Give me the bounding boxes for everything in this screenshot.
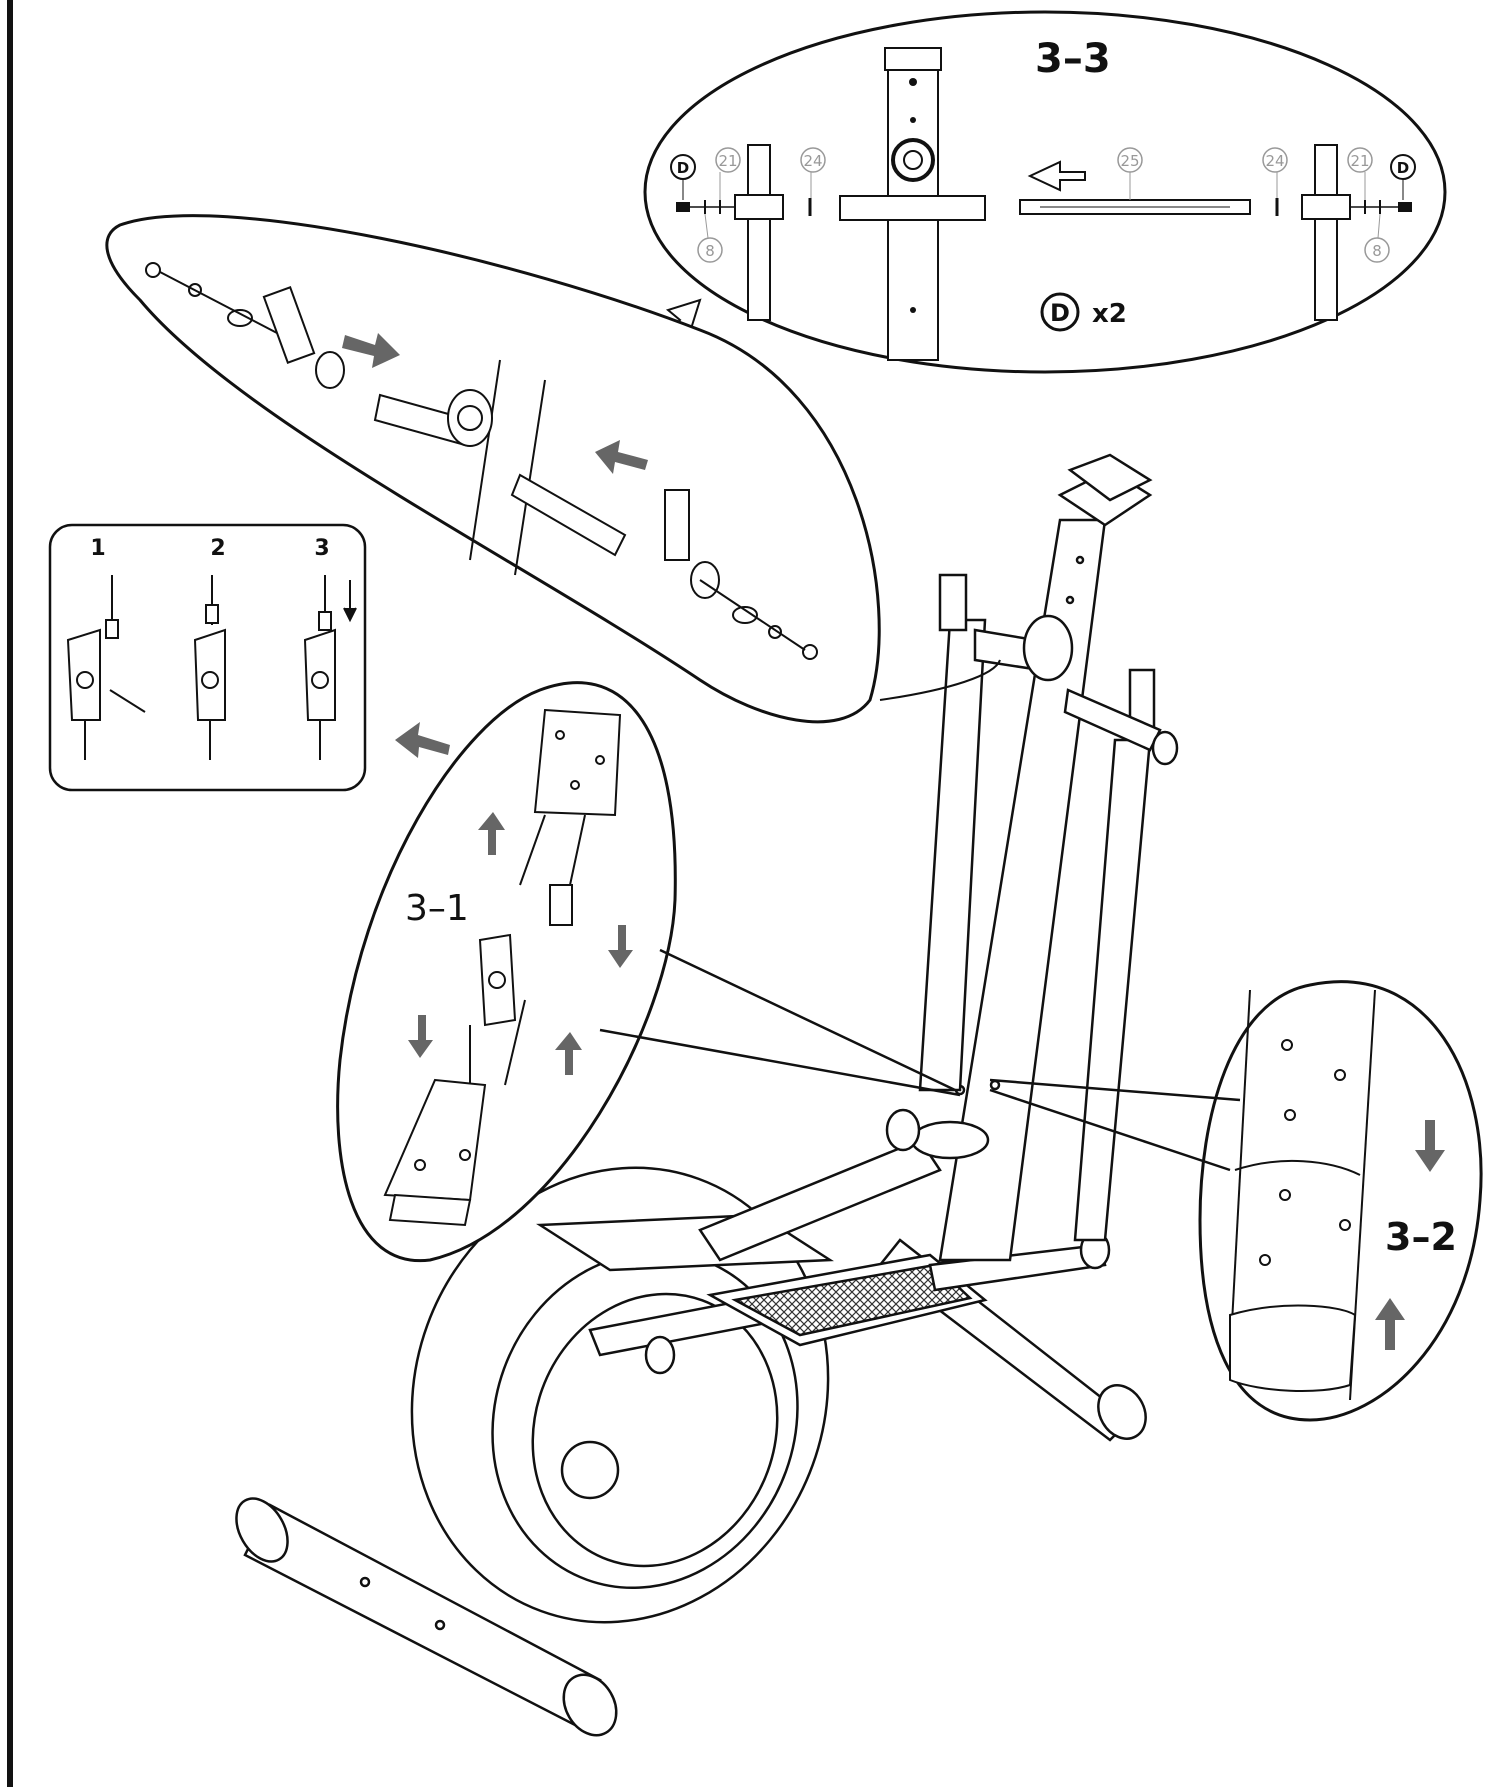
front-foot-cap xyxy=(1097,1384,1147,1440)
callout-3-2-title: 3–2 xyxy=(1385,1215,1457,1259)
arrow-up-2 xyxy=(555,1032,582,1075)
console-mast xyxy=(910,453,1153,1262)
cable-steps-box: 1 2 3 xyxy=(48,523,367,792)
callout-3-3: 3–3 D 21 xyxy=(643,10,1447,374)
leader-line-3-1 xyxy=(599,948,961,1097)
arrow-up-3 xyxy=(1375,1298,1405,1350)
part-24-left: 24 xyxy=(803,152,822,170)
callout-3-3-title: 3–3 xyxy=(1035,36,1111,82)
rear-stabilizer xyxy=(235,1497,618,1737)
arrow-down-2 xyxy=(408,1015,433,1058)
arrow-down-3 xyxy=(1415,1120,1445,1172)
right-pedal-arm xyxy=(928,1243,1107,1292)
callout-3-2: 3–2 xyxy=(1198,980,1483,1422)
step-3-label: 3 xyxy=(314,536,329,561)
leader-line-upper xyxy=(879,659,1001,701)
part-24-right: 24 xyxy=(1265,152,1284,170)
step-1-label: 1 xyxy=(90,536,105,561)
part-21-left: 21 xyxy=(718,152,737,170)
leader-line-3-2 xyxy=(989,1078,1241,1172)
left-handlebar xyxy=(918,573,1074,1092)
step-2-label: 2 xyxy=(210,536,225,561)
arrow-down-1 xyxy=(608,925,633,968)
callout-3-1-title: 3–1 xyxy=(405,888,469,929)
hardware-d-left: D xyxy=(677,159,689,177)
hardware-qty-letter: D xyxy=(1050,299,1070,327)
part-21-right: 21 xyxy=(1350,152,1369,170)
part-8-right: 8 xyxy=(1372,242,1382,260)
right-handlebar xyxy=(1063,668,1179,1242)
hardware-qty: x2 xyxy=(1092,299,1127,329)
flywheel-housing xyxy=(410,1166,834,1624)
rear-crossbar-cap xyxy=(885,1108,921,1152)
push-arrow-left xyxy=(595,440,648,474)
callout-3-1: 3–1 xyxy=(336,681,677,1263)
cable-box-arrow xyxy=(395,722,450,758)
handlebar-exploded-callout xyxy=(105,214,881,724)
elliptical-trainer xyxy=(235,453,1179,1737)
main-frame-beam xyxy=(698,1138,942,1262)
part-8-left: 8 xyxy=(705,242,715,260)
part-25: 25 xyxy=(1120,152,1139,170)
push-arrow-right xyxy=(342,333,400,368)
left-pedal xyxy=(588,1253,992,1375)
hardware-d-right: D xyxy=(1397,159,1409,177)
insert-direction-arrow xyxy=(1027,160,1086,192)
hardware-d-badge xyxy=(1040,292,1080,332)
arrow-up-1 xyxy=(478,812,505,855)
